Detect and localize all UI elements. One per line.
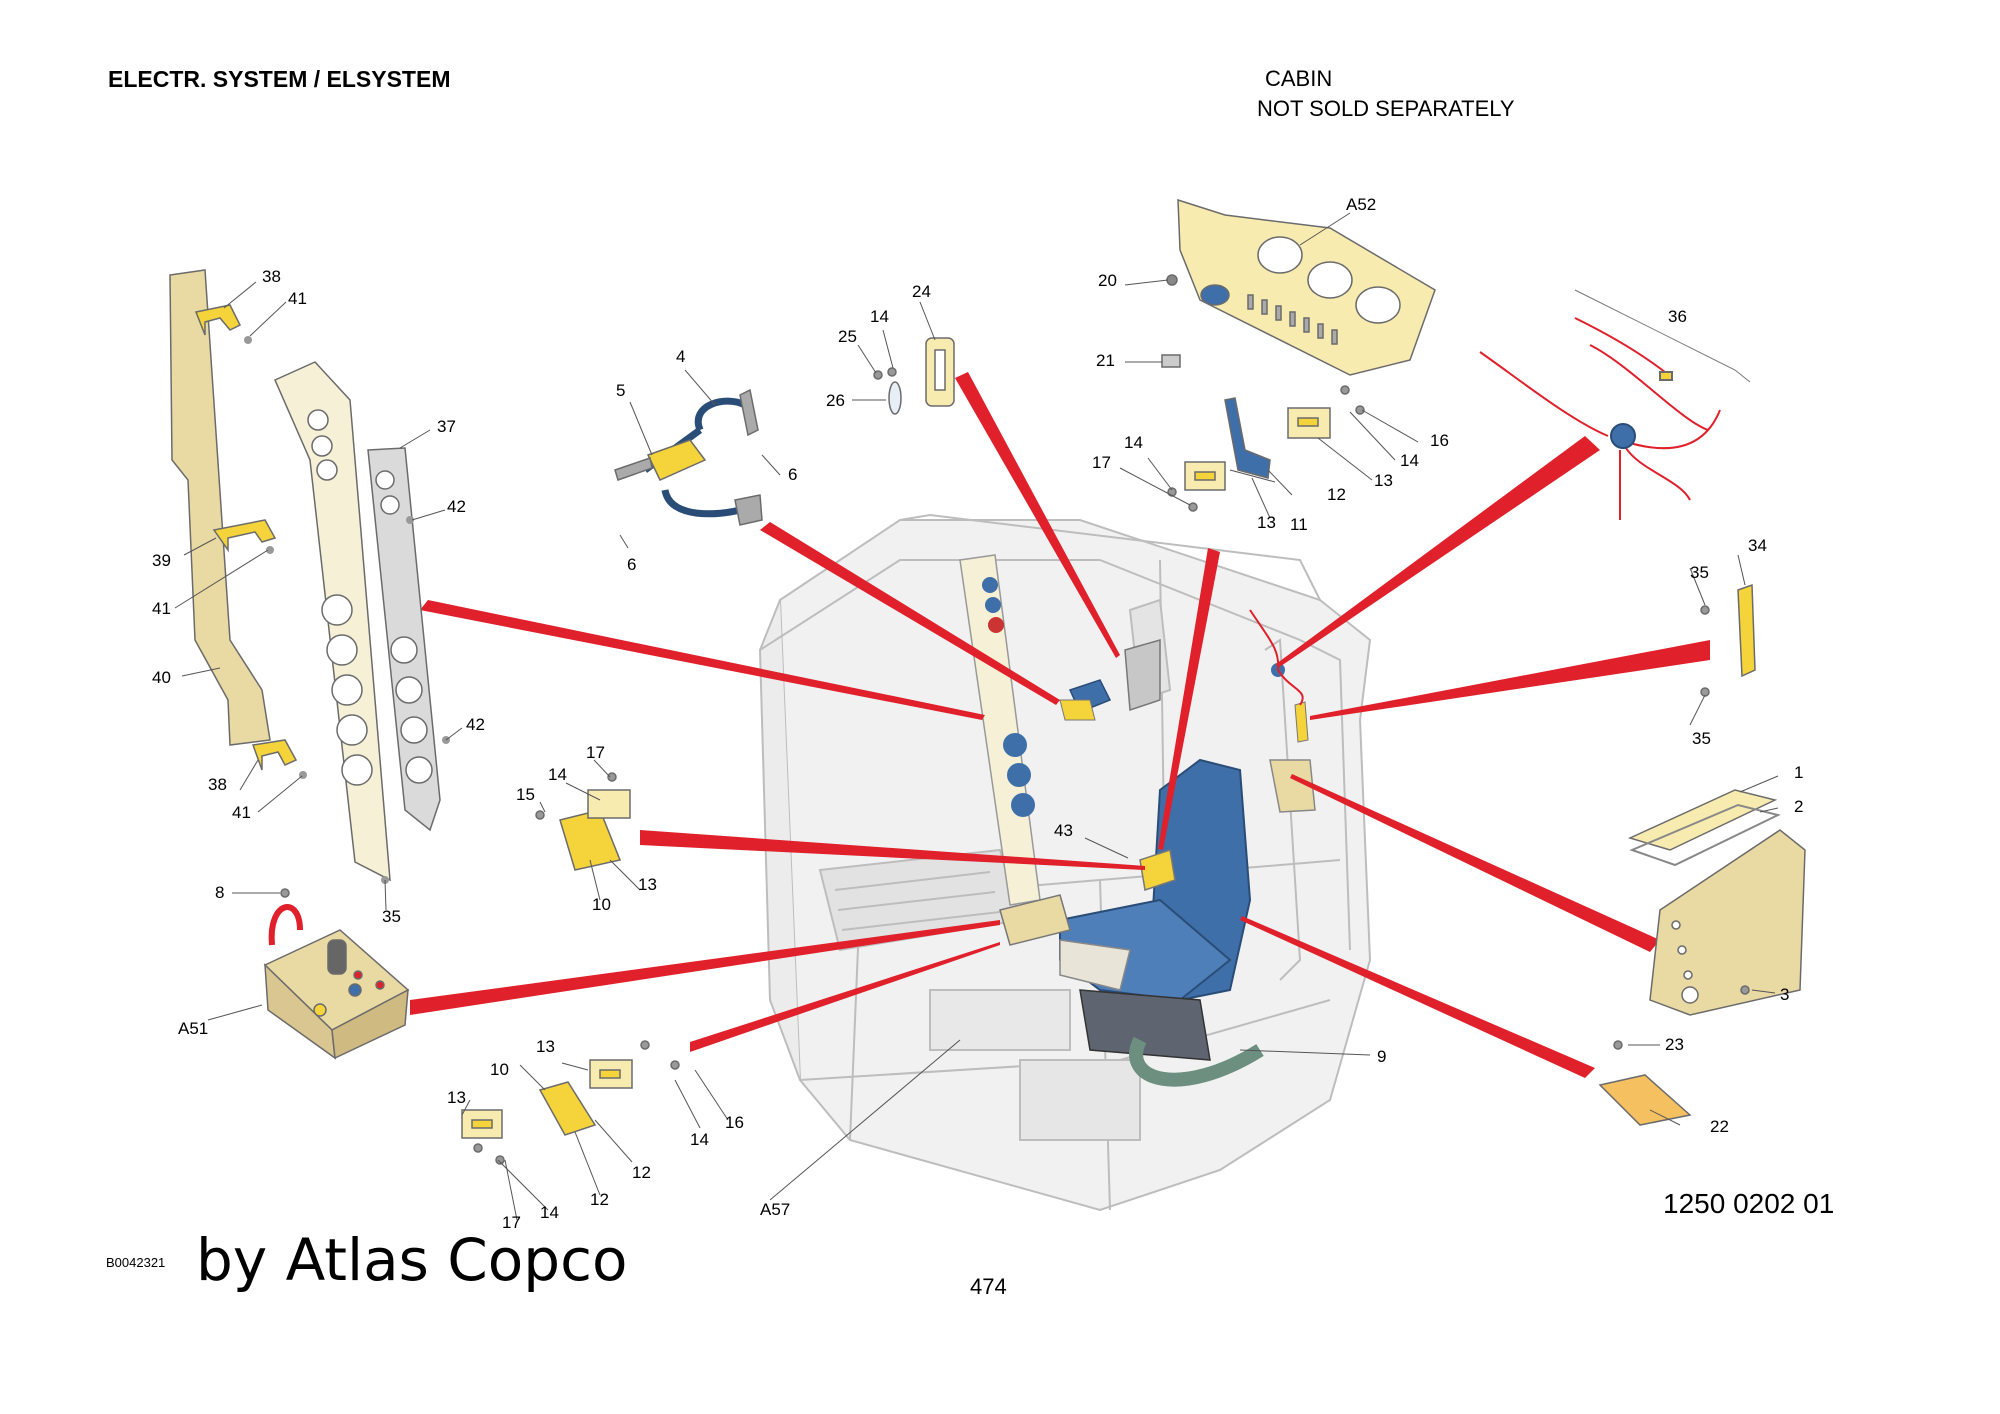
harness-bracket-line: [1574, 289, 1751, 383]
callout-9: 9: [1377, 1047, 1386, 1066]
callout-35: 35: [382, 907, 401, 926]
callout-43: 43: [1054, 821, 1073, 840]
left-panel-assembly: [169, 269, 441, 882]
callout-35: 35: [1690, 563, 1709, 582]
callout-39: 39: [152, 551, 171, 570]
callout-20: 20: [1098, 271, 1117, 290]
switch-assembly-10-13: [535, 772, 631, 871]
callout-6: 6: [627, 555, 636, 574]
callout-13: 13: [1257, 513, 1276, 532]
callout-12: 12: [590, 1190, 609, 1209]
callout-10: 10: [490, 1060, 509, 1079]
callout-24: 24: [912, 282, 931, 301]
callout-40: 40: [152, 668, 171, 687]
callout-26: 26: [826, 391, 845, 410]
callout-labels: 38 41 37 42 39 41 40 42 38 41 35 4 5 6 6…: [152, 195, 1803, 1232]
connector-34: [1700, 583, 1756, 697]
callout-14: 14: [870, 307, 889, 326]
callout-21: 21: [1096, 351, 1115, 370]
callout-14: 14: [540, 1203, 559, 1222]
callout-A57: A57: [760, 1200, 790, 1219]
callout-41: 41: [232, 803, 251, 822]
callout-2: 2: [1794, 797, 1803, 816]
callout-A51: A51: [178, 1019, 208, 1038]
callout-12: 12: [1327, 485, 1346, 504]
callout-16: 16: [725, 1113, 744, 1132]
cover-plates-1-3: [1627, 789, 1806, 1016]
callout-42: 42: [447, 497, 466, 516]
not-sold-separately-note: NOT SOLD SEPARATELY: [1257, 96, 1515, 121]
page-number: 474: [970, 1274, 1007, 1299]
cabin-control-box: [999, 609, 1316, 946]
callout-13: 13: [536, 1037, 555, 1056]
callout-6: 6: [788, 465, 797, 484]
callout-38: 38: [208, 775, 227, 794]
callout-14: 14: [690, 1130, 709, 1149]
callout-14: 14: [548, 765, 567, 784]
panel-A52: [1161, 198, 1436, 376]
callout-34: 34: [1748, 536, 1767, 555]
callout-12: 12: [632, 1163, 651, 1182]
callout-A52: A52: [1346, 195, 1376, 214]
callout-35: 35: [1692, 729, 1711, 748]
callout-13: 13: [447, 1088, 466, 1107]
callout-22: 22: [1710, 1117, 1729, 1136]
callout-41: 41: [152, 599, 171, 618]
callout-38: 38: [262, 267, 281, 286]
cabin-label: CABIN: [1265, 66, 1333, 91]
brand-watermark: by Atlas Copco: [196, 1226, 628, 1294]
plate-22: [1598, 1040, 1692, 1126]
callout-leaders: [174, 212, 1779, 1221]
callout-10: 10: [592, 895, 611, 914]
cabin-pillar-gauges: [959, 554, 1041, 906]
callout-5: 5: [616, 381, 625, 400]
drawing-number: 1250 0202 01: [1663, 1188, 1835, 1219]
red-leader-lines: [410, 372, 1710, 1078]
callout-17: 17: [586, 743, 605, 762]
reference-code: B0042321: [106, 1255, 166, 1270]
callout-41: 41: [288, 289, 307, 308]
callout-13: 13: [1374, 471, 1393, 490]
callout-13: 13: [638, 875, 657, 894]
callout-1: 1: [1794, 763, 1803, 782]
callout-37: 37: [437, 417, 456, 436]
callout-3: 3: [1780, 985, 1789, 1004]
callout-15: 15: [516, 785, 535, 804]
callout-17: 17: [502, 1213, 521, 1232]
control-box-A51: [263, 888, 410, 1060]
callout-8: 8: [215, 883, 224, 902]
callout-17: 17: [1092, 453, 1111, 472]
callout-11: 11: [1290, 515, 1308, 534]
operator-seat: [1059, 758, 1264, 1087]
callout-42: 42: [466, 715, 485, 734]
lamp-assembly: [873, 337, 955, 415]
callout-23: 23: [1665, 1035, 1684, 1054]
callout-36: 36: [1668, 307, 1687, 326]
callout-25: 25: [838, 327, 857, 346]
callout-14: 14: [1124, 433, 1143, 452]
switch-assembly-bottom: [461, 1040, 680, 1165]
diagram-title: ELECTR. SYSTEM / ELSYSTEM: [108, 66, 451, 92]
callout-14: 14: [1400, 451, 1419, 470]
wiring-harness-36: [1479, 317, 1721, 520]
callout-4: 4: [676, 347, 685, 366]
bracket-parts: [614, 388, 763, 526]
switch-cluster-11-17: [1167, 385, 1365, 512]
callout-16: 16: [1430, 431, 1449, 450]
